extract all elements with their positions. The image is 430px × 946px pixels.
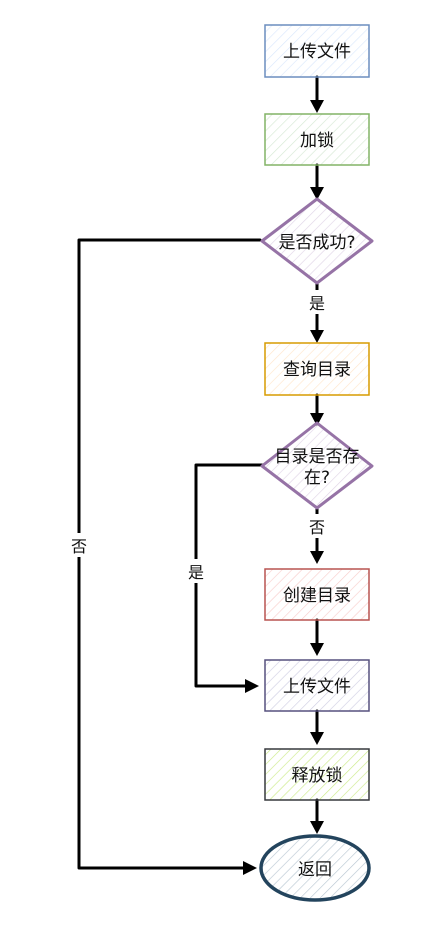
arrowhead <box>310 413 324 426</box>
node-label-line-1: 目录是否存 <box>275 447 360 467</box>
arrowhead <box>310 732 324 745</box>
arrowhead <box>310 643 324 656</box>
node-label: 释放锁 <box>292 766 343 786</box>
node-query-directory[interactable]: 查询目录 <box>264 342 370 396</box>
node-label: 返回 <box>298 860 332 880</box>
node-decision-success[interactable]: 是否成功? <box>260 197 374 285</box>
node-shape <box>259 834 371 902</box>
arrowhead <box>310 551 324 564</box>
node-label: 创建目录 <box>283 586 351 606</box>
node-label-line-2: 在? <box>304 468 330 488</box>
arrowheads <box>243 100 324 875</box>
node-label: 上传文件 <box>283 42 351 62</box>
node-shape <box>264 659 370 712</box>
node-label: 加锁 <box>300 131 334 151</box>
node-release-lock[interactable]: 释放锁 <box>264 748 370 801</box>
node-shape <box>264 113 370 166</box>
arrowhead <box>310 100 324 113</box>
edge-success-no <box>77 238 262 870</box>
node-decision-directory-exists[interactable]: 目录是否存 在? <box>260 421 374 510</box>
arrowhead <box>310 330 324 343</box>
node-create-directory[interactable]: 创建目录 <box>264 568 370 621</box>
arrowhead <box>243 861 257 875</box>
node-upload-file-2[interactable]: 上传文件 <box>264 659 370 712</box>
node-shape <box>260 197 374 285</box>
edge-label-exists-no: 否 <box>309 518 325 537</box>
arrowhead <box>245 679 259 693</box>
node-label: 是否成功? <box>278 233 355 253</box>
edge-label-success-no: 否 <box>71 537 87 556</box>
node-shape <box>264 748 370 801</box>
node-shape <box>264 24 370 78</box>
edge-label-exists-yes: 是 <box>188 563 204 582</box>
arrowhead <box>310 821 324 834</box>
node-lock[interactable]: 加锁 <box>264 113 370 166</box>
node-shape <box>264 568 370 621</box>
edge-label-success-yes: 是 <box>309 294 325 313</box>
node-return[interactable]: 返回 <box>259 834 371 902</box>
node-label: 上传文件 <box>283 677 351 697</box>
node-shape <box>264 342 370 396</box>
arrowhead <box>310 187 324 200</box>
node-shape <box>260 421 374 510</box>
node-upload-file[interactable]: 上传文件 <box>264 24 370 78</box>
node-label: 查询目录 <box>283 360 351 380</box>
